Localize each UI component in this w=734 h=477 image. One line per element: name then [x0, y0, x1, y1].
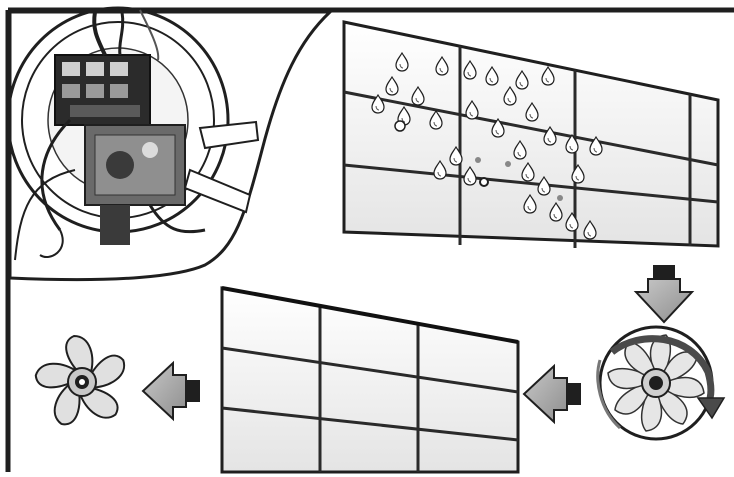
clean-evaporator: [222, 288, 518, 472]
fan-blade-with-rotation-arrow: [598, 327, 724, 439]
fan-blade: [33, 336, 129, 429]
icy-evaporator: [344, 22, 718, 248]
motor-housing-closeup: [8, 8, 330, 280]
arrow-down-icon: [636, 265, 692, 322]
arrow-left-icon: [143, 363, 200, 419]
arrow-left-icon: [524, 366, 581, 422]
